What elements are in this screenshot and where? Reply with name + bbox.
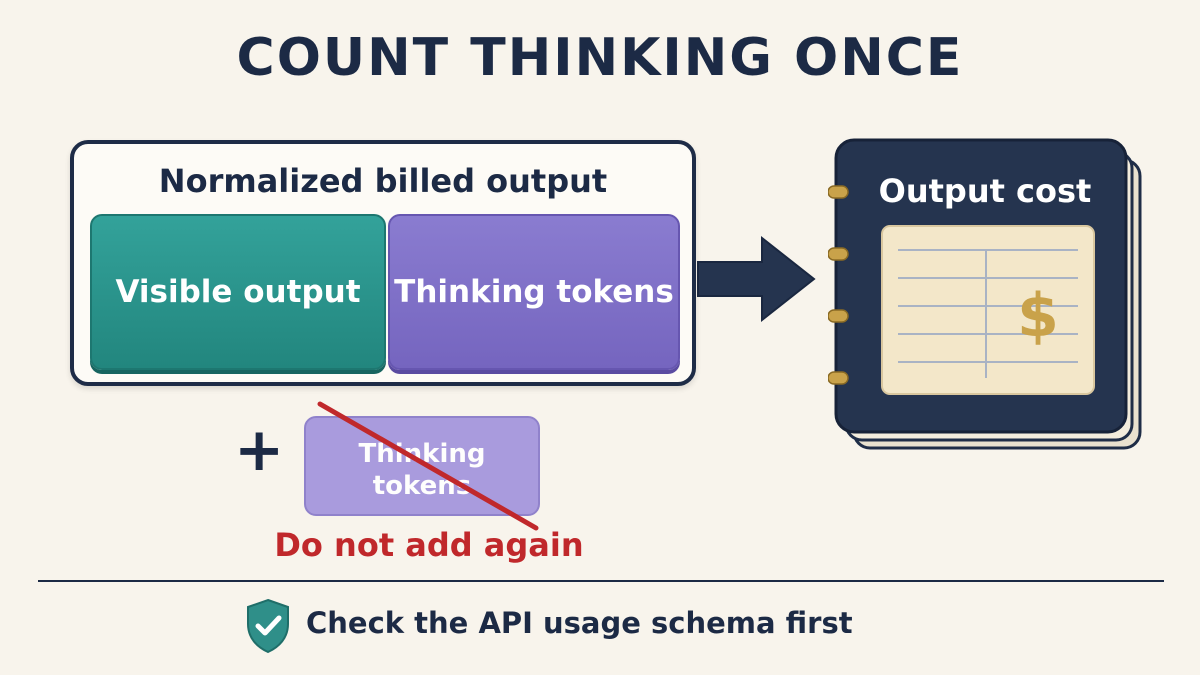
visible-output-label: Visible output: [115, 274, 361, 310]
plus-sign: +: [234, 415, 285, 485]
dollar-symbol: $: [1017, 281, 1059, 351]
visible-output-block: Visible output: [90, 214, 386, 370]
output-cost-label: Output cost: [878, 172, 1092, 210]
thinking-tokens-block: Thinking tokens: [388, 214, 680, 370]
shield-check-icon: [247, 598, 289, 654]
extra-thinking-line2: tokens: [372, 471, 472, 501]
footer-note: Check the API usage schema first: [306, 606, 853, 640]
thinking-tokens-label: Thinking tokens: [394, 274, 674, 310]
strikethrough-line: [317, 401, 539, 531]
right-arrow-icon: [697, 235, 816, 323]
page-title: COUNT THINKING ONCE: [236, 28, 964, 88]
normalized-output-box: Normalized billed output Visible output …: [70, 140, 696, 386]
divider: [38, 580, 1164, 582]
ledger-book-icon: $: [828, 138, 1142, 450]
normalized-output-label: Normalized billed output: [158, 162, 608, 200]
do-not-add-warning: Do not add again: [274, 526, 584, 564]
